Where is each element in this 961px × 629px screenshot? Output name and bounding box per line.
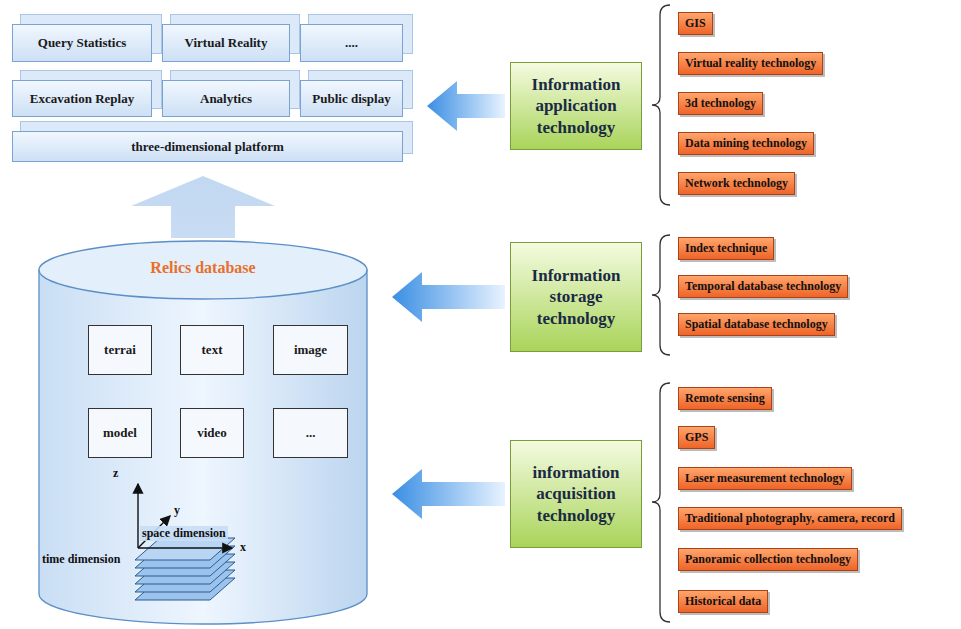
box-label: three-dimensional platform xyxy=(131,139,284,155)
data-type-box: image xyxy=(273,325,348,375)
tech-box: Network technology xyxy=(678,172,795,195)
box-label: Virtual reality technology xyxy=(685,56,816,71)
box-label: Virtual Reality xyxy=(185,35,268,51)
box-label: Network technology xyxy=(685,176,788,191)
tech-box: Historical data xyxy=(678,590,768,613)
tech-box: Laser measurement technology xyxy=(678,467,852,490)
data-type-box: terrai xyxy=(88,325,152,375)
box-label: Temporal database technology xyxy=(685,279,841,294)
box-label: .... xyxy=(345,35,358,51)
block-arrow xyxy=(131,176,275,238)
category-box: information acquisition technology xyxy=(510,440,642,548)
box-label: Data mining technology xyxy=(685,136,807,151)
tech-box: Virtual reality technology xyxy=(678,52,823,75)
app-box: Analytics xyxy=(162,80,290,117)
category-box: Information storage technology xyxy=(510,242,642,352)
database-cylinder: Relics database terrai text image model video… xyxy=(38,240,368,625)
data-type-box: ... xyxy=(273,408,348,458)
block-arrow xyxy=(392,469,505,519)
box-label: Traditional photography, camera, record xyxy=(685,511,895,526)
block-arrow xyxy=(427,81,505,131)
box-label: text xyxy=(202,342,223,358)
box-label: 3d technology xyxy=(685,96,756,111)
tech-box: GIS xyxy=(678,12,713,35)
tech-box: Data mining technology xyxy=(678,132,814,155)
box-label: Laser measurement technology xyxy=(685,471,845,486)
tech-box: Index technique xyxy=(678,237,774,260)
data-type-box: video xyxy=(180,408,244,458)
box-label: Query Statistics xyxy=(38,35,126,51)
block-arrow xyxy=(392,272,505,322)
data-type-box: model xyxy=(88,408,152,458)
box-label: information acquisition technology xyxy=(519,462,633,526)
database-title: Relics database xyxy=(38,259,368,277)
box-label: Public display xyxy=(312,91,390,107)
category-box: Information application technology xyxy=(510,62,642,150)
box-label: video xyxy=(197,425,227,441)
app-box: Query Statistics xyxy=(12,24,152,62)
tech-box: Temporal database technology xyxy=(678,275,848,298)
brace xyxy=(652,383,670,622)
box-label: Index technique xyxy=(685,241,767,256)
dimension-label: time dimension xyxy=(42,552,120,567)
data-type-box: text xyxy=(180,325,244,375)
box-label: Panoramic collection technology xyxy=(685,552,851,567)
axis-label: z xyxy=(113,466,118,481)
app-box: Virtual Reality xyxy=(162,24,290,62)
box-label: terrai xyxy=(104,342,136,358)
box-label: Excavation Replay xyxy=(30,91,134,107)
app-box: .... xyxy=(300,24,403,62)
box-label: GPS xyxy=(685,430,708,445)
tech-box: Spatial database technology xyxy=(678,313,835,336)
app-box: Excavation Replay xyxy=(12,80,152,117)
tech-box: GPS xyxy=(678,426,715,449)
dimension-label: space dimension xyxy=(140,526,228,541)
axis-label: x xyxy=(240,540,246,555)
box-label: Information storage technology xyxy=(519,265,633,329)
app-box: Public display xyxy=(300,80,403,117)
box-label: GIS xyxy=(685,16,706,31)
platform-band: three-dimensional platform xyxy=(12,131,403,162)
tech-box: Panoramic collection technology xyxy=(678,548,858,571)
box-label: Remote sensing xyxy=(685,391,765,406)
tech-box: Traditional photography, camera, record xyxy=(678,507,902,530)
box-label: ... xyxy=(306,425,316,441)
box-label: Spatial database technology xyxy=(685,317,828,332)
tech-box: 3d technology xyxy=(678,92,763,115)
tech-box: Remote sensing xyxy=(678,387,772,410)
brace xyxy=(652,235,670,355)
brace xyxy=(652,5,670,205)
box-label: Historical data xyxy=(685,594,761,609)
box-label: image xyxy=(294,342,327,358)
box-label: Information application technology xyxy=(519,74,633,138)
box-label: Analytics xyxy=(200,91,252,107)
axis-label: y xyxy=(174,503,180,518)
box-label: model xyxy=(103,425,137,441)
